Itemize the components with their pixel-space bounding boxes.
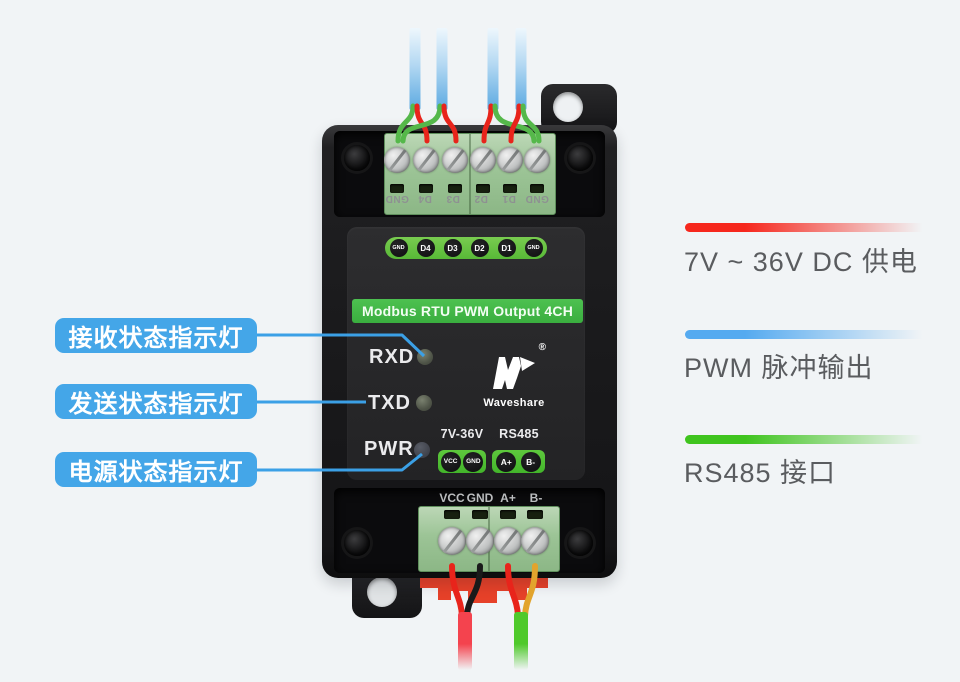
gnd-pin: GND <box>463 451 484 472</box>
feature-bar-pwm <box>685 330 935 339</box>
terminal-divider <box>469 134 471 214</box>
channel-dot: D3 <box>443 239 462 257</box>
case-screw-icon <box>344 145 370 171</box>
terminal-screw-icon <box>521 527 549 555</box>
case-screw-icon <box>344 530 370 556</box>
vcc-pin: VCC <box>440 451 461 472</box>
wire-slot <box>500 510 516 519</box>
registered-mark: ® <box>538 342 546 353</box>
terminal-screw-icon <box>470 147 496 173</box>
power-rs485-wires <box>449 563 538 619</box>
pwr-label: PWR <box>364 438 414 460</box>
channel-dot: GND <box>389 239 408 257</box>
terminal-screw-icon <box>413 147 439 173</box>
feature-bar-power <box>685 223 935 232</box>
waveshare-logo-icon <box>482 356 546 395</box>
wire-slot <box>527 510 543 519</box>
terminal-screw-icon <box>494 527 522 555</box>
callout-leader-lines <box>257 333 426 472</box>
pwm-terminal-block <box>384 133 556 215</box>
power-cable <box>458 612 472 670</box>
feature-bar-rs485 <box>685 435 935 444</box>
terminal-screw-icon <box>466 527 494 555</box>
callout-tx-indicator: 发送状态指示灯 <box>55 384 257 419</box>
wire-slot <box>448 184 462 193</box>
pin-label: VCC <box>439 491 465 505</box>
product-title: Modbus RTU PWM Output 4CH <box>352 299 583 323</box>
bottom-terminal-labels: VCC GND A+ B- <box>438 491 550 505</box>
channel-dot: D1 <box>497 239 516 257</box>
pin-label: A+ <box>500 491 516 505</box>
rxd-label: RXD <box>369 346 415 368</box>
power-range-label: 7V-36V <box>440 427 484 441</box>
rs485-label: RS485 <box>499 427 539 441</box>
rs485-cable <box>514 612 528 670</box>
b-minus-pin: B- <box>520 451 541 472</box>
terminal-strands <box>395 103 542 144</box>
terminal-screw-icon <box>442 147 468 173</box>
mounting-hole-icon <box>553 92 583 122</box>
wire-slot <box>472 510 488 519</box>
brand-block: ® Waveshare <box>482 342 546 409</box>
wire-slot <box>444 510 460 519</box>
channel-dot: GND <box>524 239 543 257</box>
mounting-hole-icon <box>367 577 397 607</box>
feature-label-power: 7V ~ 36V DC 供电 <box>684 247 918 277</box>
terminal-screw-icon <box>497 147 523 173</box>
terminal-screw-icon <box>384 147 410 173</box>
pwm-signal-wires <box>409 28 527 110</box>
wire-slot <box>390 184 404 193</box>
txd-label: TXD <box>368 392 411 414</box>
feature-label-rs485: RS485 接口 <box>684 458 837 488</box>
wire-slot <box>476 184 490 193</box>
terminal-screw-icon <box>524 147 550 173</box>
case-screw-icon <box>567 530 593 556</box>
callout-power-indicator: 电源状态指示灯 <box>55 452 257 487</box>
pin-label: GND <box>466 491 494 505</box>
wire-slot <box>530 184 544 193</box>
wire-slot <box>419 184 433 193</box>
channel-dot: D4 <box>416 239 435 257</box>
channel-dot: D2 <box>470 239 489 257</box>
channel-indicator-strip: GND D4 D3 D2 D1 GND <box>385 237 547 259</box>
pin-label: B- <box>529 491 543 505</box>
rs485-pins-group: A+ B- <box>492 450 545 473</box>
feature-label-pwm: PWM 脉冲输出 <box>684 353 874 383</box>
terminal-screw-icon <box>438 527 466 555</box>
callout-rx-indicator: 接收状态指示灯 <box>55 318 257 353</box>
wire-slot <box>503 184 517 193</box>
brand-name: Waveshare <box>483 397 545 409</box>
power-pins-group: VCC GND <box>438 450 486 473</box>
a-plus-pin: A+ <box>496 451 517 472</box>
pwr-led-icon <box>414 442 430 458</box>
case-screw-icon <box>567 145 593 171</box>
front-panel <box>347 227 585 480</box>
txd-led-icon <box>416 395 432 411</box>
